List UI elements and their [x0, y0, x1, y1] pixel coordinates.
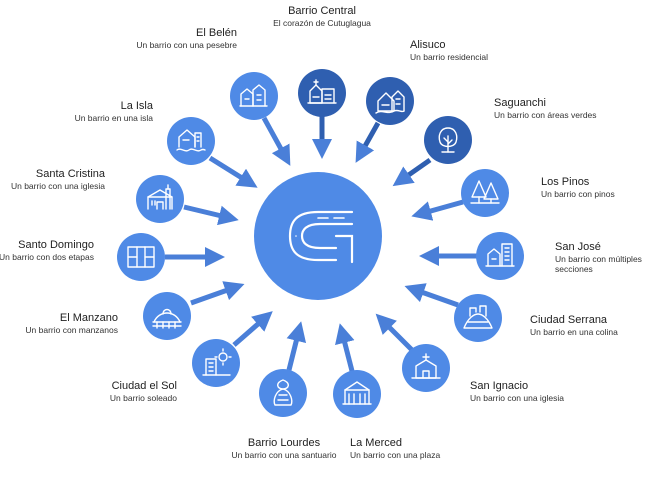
arrow-13 — [183, 204, 239, 226]
node-orchard — [143, 292, 191, 340]
neighborhood-subtitle: Un barrio con áreas verdes — [494, 110, 597, 120]
neighborhood-title: Alisuco — [410, 39, 446, 51]
sanctuary-icon — [273, 379, 293, 406]
neighborhood-title: Santo Domingo — [18, 239, 94, 251]
church-town-icon — [307, 79, 337, 104]
orchard-icon — [152, 308, 182, 329]
arrow-14 — [208, 155, 258, 188]
neighborhood-subtitle: El corazón de Cutuglagua — [273, 18, 371, 28]
neighborhood-subtitle: Un barrio con dos etapas — [0, 252, 94, 262]
node-chapel — [402, 344, 450, 392]
hill-town-icon — [463, 305, 493, 329]
node-plaza — [333, 370, 381, 418]
node-sanctuary — [259, 369, 307, 417]
neighborhood-title: San Ignacio — [470, 380, 529, 392]
nativity-houses-icon — [239, 84, 268, 107]
neighborhood-subtitle: Un barrio con manzanos — [25, 325, 118, 335]
node-hill-town — [454, 294, 502, 342]
grid-blocks-icon — [127, 246, 155, 268]
arrow-7 — [375, 313, 414, 352]
node-pine-trees — [461, 169, 509, 217]
arrow-11 — [190, 281, 245, 306]
node-tree — [424, 116, 472, 164]
tree-icon — [438, 127, 458, 153]
arrow-6 — [404, 283, 459, 308]
neighborhood-title: Santa Cristina — [35, 168, 105, 180]
neighborhood-subtitle: Un barrio residencial — [410, 52, 488, 62]
node-grid-blocks — [117, 233, 165, 281]
neighborhood-title: Barrio Central — [288, 5, 356, 17]
node-island-town — [167, 117, 215, 165]
neighborhood-subtitle: Un barrio en una colina — [530, 327, 618, 337]
arrow-3 — [392, 157, 432, 187]
neighborhood-subtitle: Un barrio con una iglesia — [470, 393, 565, 403]
node-houses — [366, 77, 414, 125]
buildings-icon — [485, 243, 515, 267]
neighborhood-title: Ciudad Serrana — [530, 314, 608, 326]
arrow-8 — [335, 323, 355, 372]
neighborhood-title: San José — [555, 241, 601, 253]
plaza-icon — [342, 381, 372, 405]
neighborhood-subtitle: Un barrio con una plaza — [350, 450, 441, 460]
church-icon — [147, 184, 173, 210]
node-buildings — [476, 232, 524, 280]
neighborhood-subtitle: Un barrio con múltiples secciones — [555, 254, 642, 274]
neighborhood-title: Barrio Lourdes — [247, 437, 321, 449]
central-hub — [254, 172, 382, 300]
pine-trees-icon — [470, 180, 500, 204]
neighborhood-title: El Belén — [196, 27, 237, 39]
arrow-2 — [355, 121, 381, 163]
neighborhood-title: La Merced — [350, 437, 402, 449]
arrow-4 — [411, 199, 464, 221]
chapel-icon — [411, 353, 441, 379]
neighborhood-title: El Manzano — [59, 312, 118, 324]
neighborhood-title: La Isla — [120, 100, 153, 112]
neighborhood-title: Saguanchi — [494, 97, 546, 109]
node-sun-building — [192, 339, 240, 387]
neighborhood-subtitle: Un barrio con una iglesia — [10, 181, 105, 191]
neighborhood-title: Ciudad el Sol — [111, 380, 177, 392]
node-church-town — [298, 69, 346, 117]
node-nativity-houses — [230, 72, 278, 120]
neighborhood-subtitle: Un barrio en una isla — [74, 113, 153, 123]
arrow-9 — [286, 321, 307, 371]
neighborhood-title: Los Pinos — [541, 176, 590, 188]
road-curve-icon — [288, 210, 354, 264]
neighborhood-subtitle: Un barrio con una pesebre — [136, 40, 237, 50]
sun-building-icon — [202, 348, 232, 376]
houses-icon — [375, 90, 405, 114]
node-church — [136, 175, 184, 223]
neighborhood-subtitle: Un barrio con una santuario — [231, 450, 337, 460]
neighborhood-subtitle: Un barrio con pinos — [541, 189, 615, 199]
arrow-15 — [261, 116, 291, 166]
arrow-10 — [232, 311, 273, 347]
island-town-icon — [176, 129, 206, 152]
neighborhood-subtitle: Un barrio soleado — [109, 393, 177, 403]
